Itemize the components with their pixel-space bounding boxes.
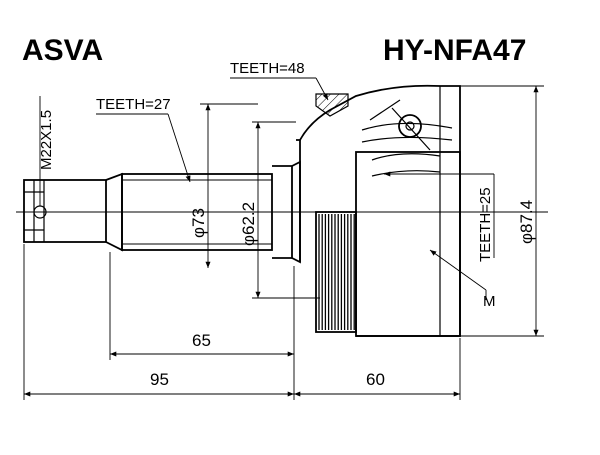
splined-shaft: [121, 173, 273, 251]
outer-spline-teeth-label: TEETH=27: [96, 96, 171, 113]
diameter-shaft-label: φ73: [189, 208, 208, 238]
length-total-dimension: 95: [23, 244, 294, 400]
diameter-housing-dimension: φ87.4: [460, 85, 544, 337]
abs-ring-teeth-label: TEETH=48: [230, 60, 305, 77]
diameter-shaft-dimension: φ73: [189, 103, 258, 268]
length-housing-label: 60: [366, 370, 385, 389]
joint-ball: [398, 114, 422, 138]
thread-spec-label: M22X1.5: [38, 110, 55, 170]
part-number: HY-NFA47: [383, 34, 526, 67]
length-shaft-label: 65: [192, 331, 211, 350]
abs-tone-ring: [315, 211, 357, 333]
brand-name: ASVA: [22, 34, 103, 67]
diameter-housing-label: φ87.4: [517, 200, 536, 244]
diameter-seat-dimension: φ62.2: [239, 121, 320, 299]
joint-housing: [296, 84, 461, 337]
length-shaft-dimension: 65: [109, 252, 295, 400]
diameter-seat-label: φ62.2: [239, 202, 258, 246]
inner-spline-teeth-label: TEETH=25: [477, 187, 494, 262]
threaded-stud: [23, 172, 123, 252]
marker-m-label: M: [483, 293, 496, 310]
length-housing-dimension: 60: [294, 338, 461, 400]
length-total-label: 95: [150, 370, 169, 389]
